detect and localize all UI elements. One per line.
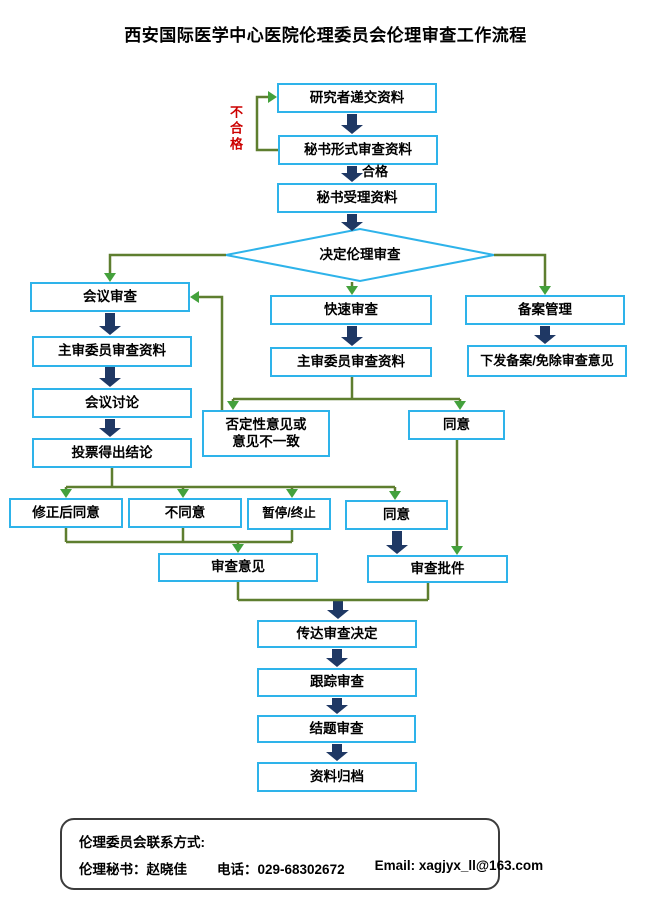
node-review-opinion: 审查意见 xyxy=(158,553,318,582)
connector-line xyxy=(255,95,278,152)
block-arrow xyxy=(99,313,121,335)
connector-arrowhead xyxy=(104,273,116,282)
node-secretary-accept: 秘书受理资料 xyxy=(277,183,437,213)
node-suspend-terminate: 暂停/终止 xyxy=(247,498,331,530)
block-arrow xyxy=(341,114,363,134)
connector-arrowhead xyxy=(232,544,244,553)
node-meeting-discussion: 会议讨论 xyxy=(32,388,192,418)
connector-arrowhead xyxy=(451,546,463,555)
node-vote-conclusion: 投票得出结论 xyxy=(32,438,192,468)
connector-arrowhead xyxy=(286,489,298,498)
connector-arrowhead xyxy=(454,401,466,410)
edge-label-fail: 不合格 xyxy=(228,105,243,153)
node-archive: 资料归档 xyxy=(257,762,417,792)
block-arrow xyxy=(99,367,121,387)
node-follow-up-review: 跟踪审查 xyxy=(257,668,417,697)
block-arrow xyxy=(386,531,408,554)
connector-arrowhead xyxy=(389,491,401,500)
block-arrow xyxy=(327,601,349,619)
connector-arrowhead xyxy=(227,401,239,410)
node-chief-reviewer-rapid: 主审委员审查资料 xyxy=(270,347,432,377)
block-arrow xyxy=(534,326,556,344)
connector-line xyxy=(199,295,224,410)
contact-phone: 电话：029-68302672 xyxy=(217,861,345,877)
block-arrow xyxy=(326,744,348,761)
block-arrow xyxy=(341,326,363,346)
connector-arrowhead xyxy=(177,489,189,498)
node-filing-management: 备案管理 xyxy=(465,295,625,325)
node-negative-opinion: 否定性意见或 意见不一致 xyxy=(202,410,330,457)
node-issue-filing-exemption: 下发备案/免除审查意见 xyxy=(467,345,627,377)
node-approve-after-revision: 修正后同意 xyxy=(9,498,123,528)
block-arrow xyxy=(326,649,348,667)
contact-box: 伦理委员会联系方式: 伦理秘书：赵晓佳 电话：029-68302672 Emai… xyxy=(60,818,543,890)
block-arrow xyxy=(99,419,121,437)
node-chief-reviewer-meeting: 主审委员审查资料 xyxy=(32,336,192,367)
connector-line xyxy=(108,253,226,273)
node-researcher-submit: 研究者递交资料 xyxy=(277,83,437,113)
connector-arrowhead xyxy=(539,286,551,295)
node-rapid-review: 快速审查 xyxy=(270,295,432,325)
node-agree-rapid: 同意 xyxy=(408,410,505,440)
connector-arrowhead xyxy=(60,489,72,498)
connector-arrowhead xyxy=(190,291,199,303)
node-secretary-formal-review: 秘书形式审查资料 xyxy=(278,135,438,165)
page-title: 西安国际医学中心医院伦理委员会伦理审查工作流程 xyxy=(124,26,527,45)
connector-arrowhead xyxy=(346,286,358,295)
node-agree-meeting: 同意 xyxy=(345,500,448,530)
node-convey-decision: 传达审查决定 xyxy=(257,620,417,648)
node-conclusion-review: 结题审查 xyxy=(257,715,416,743)
contact-heading: 伦理委员会联系方式: xyxy=(79,834,205,850)
node-decide-review-type: 决定伦理审查 xyxy=(319,246,401,262)
edge-label-pass: 合格 xyxy=(362,164,389,179)
block-arrow xyxy=(326,698,348,714)
node-meeting-review: 会议审查 xyxy=(30,282,190,312)
connector-line xyxy=(494,253,547,286)
node-review-approval: 审查批件 xyxy=(367,555,508,583)
node-disagree: 不同意 xyxy=(128,498,242,528)
contact-email: Email: xagjyx_ll@163.com xyxy=(374,857,544,873)
block-arrow xyxy=(341,214,363,231)
contact-secretary: 伦理秘书：赵晓佳 xyxy=(79,861,187,877)
connector-arrowhead xyxy=(268,91,277,103)
block-arrow xyxy=(341,166,363,182)
